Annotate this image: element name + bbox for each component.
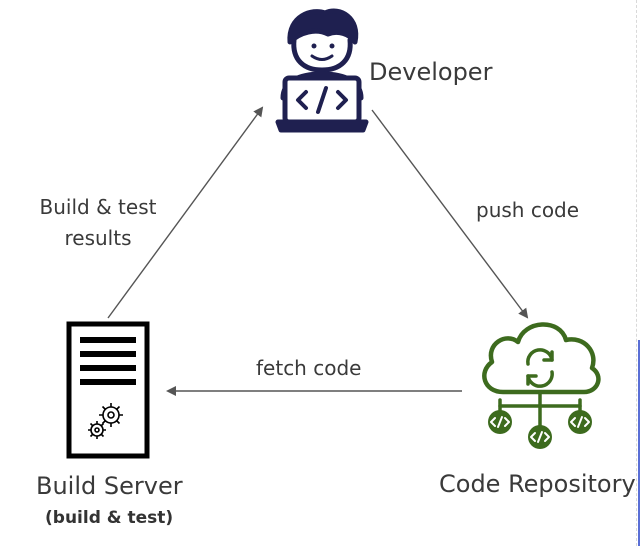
arrow-build-results (107, 106, 264, 319)
push-code-label: push code (476, 198, 580, 222)
build-test-results-line-2: results (64, 226, 132, 250)
build-server-label: Build Server (36, 472, 183, 500)
fetch-code-label: fetch code (256, 356, 362, 380)
arrow-push-code (371, 109, 529, 319)
build-test-results-line-1: Build & test (39, 195, 157, 219)
cloud-sync-code-icon (482, 322, 601, 449)
server-gears-icon (66, 321, 150, 459)
code-repository-label: Code Repository (439, 470, 636, 498)
developer-label: Developer (369, 58, 493, 86)
right-edge-divider (636, 0, 643, 546)
build-server-sublabel: (build & test) (45, 508, 174, 528)
right-edge-border (638, 340, 643, 546)
developer-laptop-icon (275, 8, 369, 133)
build-test-results-label: Build & test results (36, 192, 160, 254)
